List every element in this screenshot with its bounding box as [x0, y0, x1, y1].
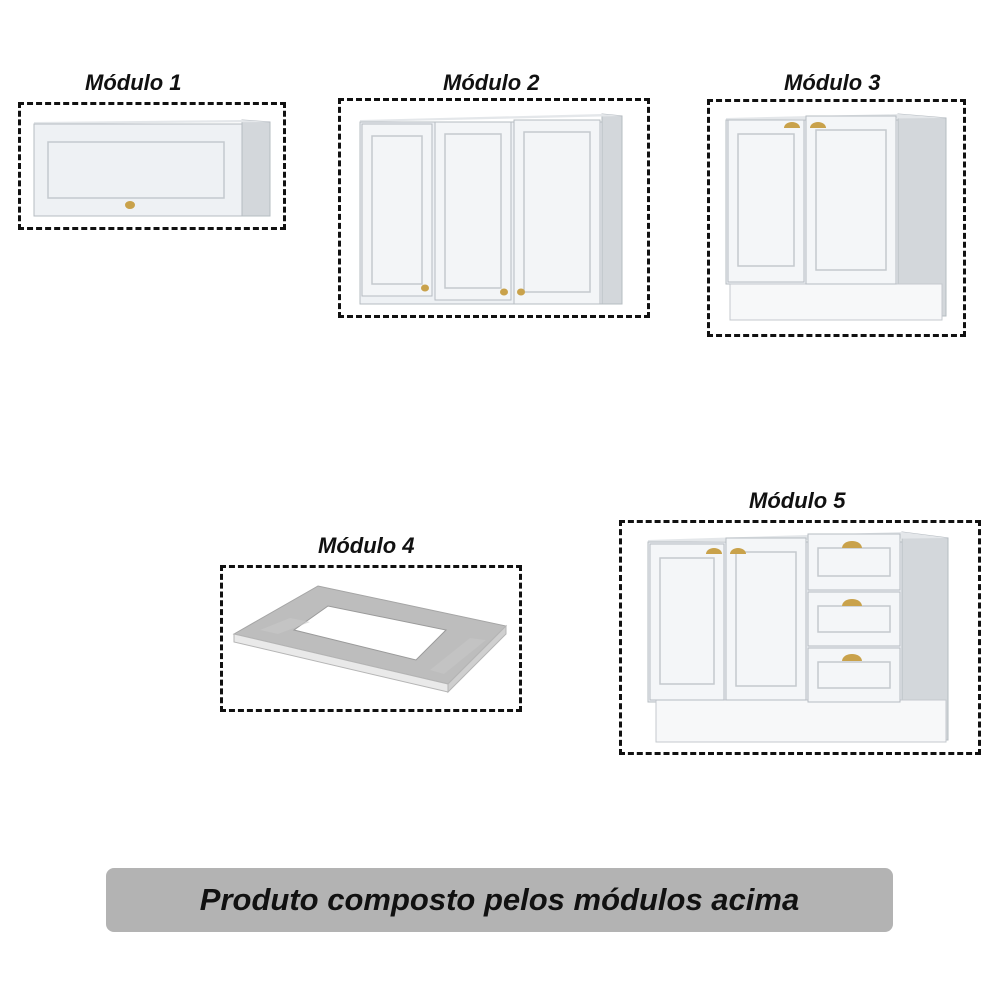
footer-banner: Produto composto pelos módulos acima — [106, 868, 893, 932]
module-3-base-cabinet-image — [725, 113, 947, 321]
handle-icon — [125, 201, 135, 209]
module-5-title: Módulo 5 — [749, 488, 846, 513]
module-4-frame — [220, 565, 522, 712]
module-2-frame — [338, 98, 650, 318]
module-2-wall-cabinet-image — [359, 113, 623, 305]
module-4-countertop-image — [232, 585, 508, 694]
footer-banner-text: Produto composto pelos módulos acima — [199, 882, 800, 917]
module-4-title: Módulo 4 — [318, 533, 415, 558]
module-1-wall-cabinet-image — [33, 119, 271, 217]
module-3-frame — [707, 99, 966, 337]
module-3-title: Módulo 3 — [784, 70, 881, 95]
module-5-frame — [619, 520, 981, 755]
module-5-base-cabinet-image — [647, 531, 949, 743]
module-1-title: Módulo 1 — [85, 70, 182, 95]
module-2-title: Módulo 2 — [443, 70, 540, 95]
module-1-frame — [18, 102, 286, 230]
